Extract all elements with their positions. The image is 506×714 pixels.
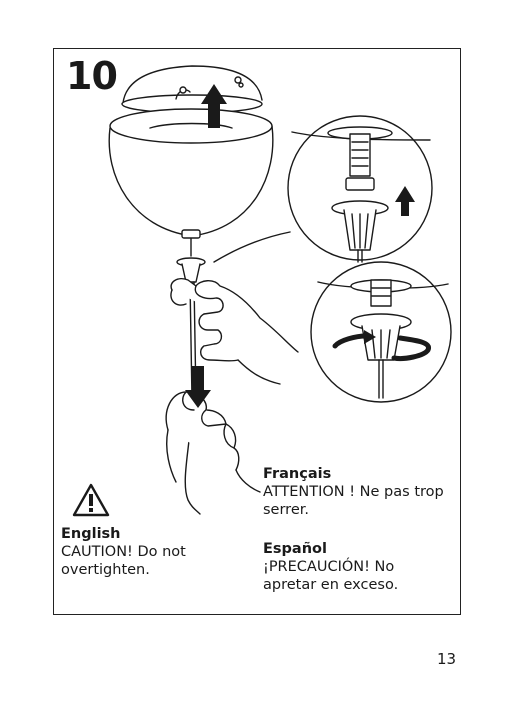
ceiling-canopy [121, 65, 263, 114]
lower-hand [165, 391, 261, 493]
upper-hand [170, 278, 299, 385]
warning-english: English CAUTION! Do not overtighten. [61, 525, 251, 579]
warning-french-text: ATTENTION ! Ne pas trop serrer. [263, 484, 444, 518]
arrow-up-icon [201, 84, 227, 128]
warning-french: Français ATTENTION ! Ne pas trop serrer. [263, 465, 453, 519]
step-number: 10 [66, 54, 118, 98]
warning-english-heading: English [61, 526, 121, 542]
detail-loosen [291, 126, 431, 263]
warning-spanish: Español ¡PRECAUCIÓN! No apretar en exces… [263, 540, 453, 594]
detail-tighten [317, 279, 449, 399]
warning-spanish-heading: Español [263, 541, 327, 557]
instruction-panel [53, 48, 461, 615]
warning-english-text: CAUTION! Do not overtighten. [61, 544, 186, 578]
warning-spanish-text: ¡PRECAUCIÓN! No apretar en exceso. [263, 559, 399, 593]
page-number: 13 [437, 650, 457, 668]
rotate-arrow-icon [332, 330, 432, 361]
warning-french-heading: Français [263, 466, 332, 482]
arrow-down-icon [185, 366, 211, 408]
lamp-shade [108, 108, 274, 237]
warning-triangle-icon [72, 483, 110, 517]
